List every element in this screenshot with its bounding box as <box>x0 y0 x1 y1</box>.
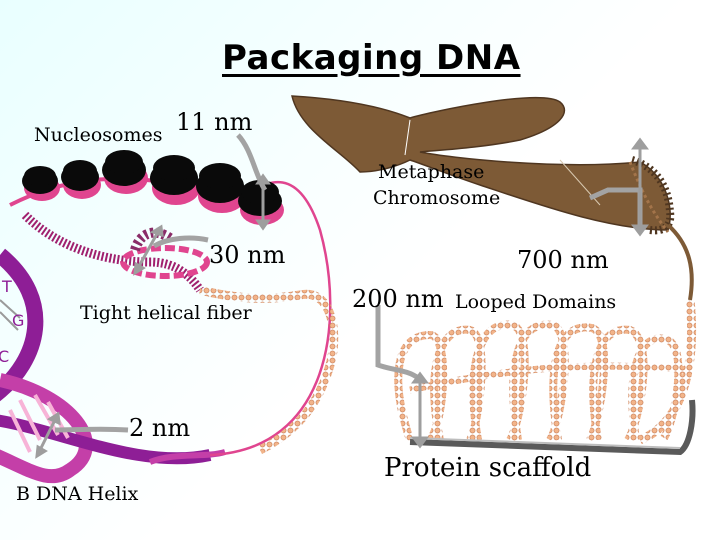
pointer-30nm <box>152 235 209 249</box>
label-tight-helical-fiber: Tight helical fiber <box>80 302 252 324</box>
scale-bars <box>35 137 649 459</box>
base-t: T <box>1 277 12 296</box>
nucleosome-4 <box>150 155 200 205</box>
label-protein-scaffold: Protein scaffold <box>384 453 592 483</box>
nucleosome-3 <box>102 150 148 194</box>
scale-bar-11nm <box>255 173 271 231</box>
nucleosome-2 <box>61 160 101 199</box>
pointer-2nm <box>54 426 129 433</box>
nucleosome-5 <box>196 163 246 213</box>
base-c: C <box>0 347 9 366</box>
label-b-dna-helix: B DNA Helix <box>16 483 139 505</box>
scale-bar-30nm <box>133 224 164 276</box>
chromatin-strand <box>666 223 694 301</box>
label-looped-domains: Looped Domains <box>455 291 617 313</box>
nucleosome-string <box>9 150 284 225</box>
label-2nm: 2 nm <box>129 414 191 442</box>
scale-bar-700nm <box>631 137 649 237</box>
looped-domains <box>394 299 696 445</box>
label-11nm: 11 nm <box>176 108 253 136</box>
scale-bar-200nm <box>411 371 429 449</box>
base-g: G <box>12 311 24 330</box>
label-chromosome: Chromosome <box>373 187 501 209</box>
label-30nm: 30 nm <box>209 241 286 269</box>
metaphase-chromosome <box>291 95 675 235</box>
scale-bar-2nm <box>35 411 61 459</box>
label-nucleosomes: Nucleosomes <box>34 124 163 146</box>
pointer-200nm <box>375 305 420 381</box>
label-200nm: 200 nm <box>352 285 444 313</box>
b-dna-helix: T G C <box>0 248 226 484</box>
nucleosome-6 <box>238 180 284 225</box>
label-700nm: 700 nm <box>517 246 609 274</box>
page-title: Packaging DNA <box>222 38 521 78</box>
label-metaphase: Metaphase <box>378 161 485 183</box>
nucleosome-1 <box>22 166 60 201</box>
protein-scaffold <box>409 399 696 456</box>
thirty-nm-fiber <box>21 211 339 455</box>
